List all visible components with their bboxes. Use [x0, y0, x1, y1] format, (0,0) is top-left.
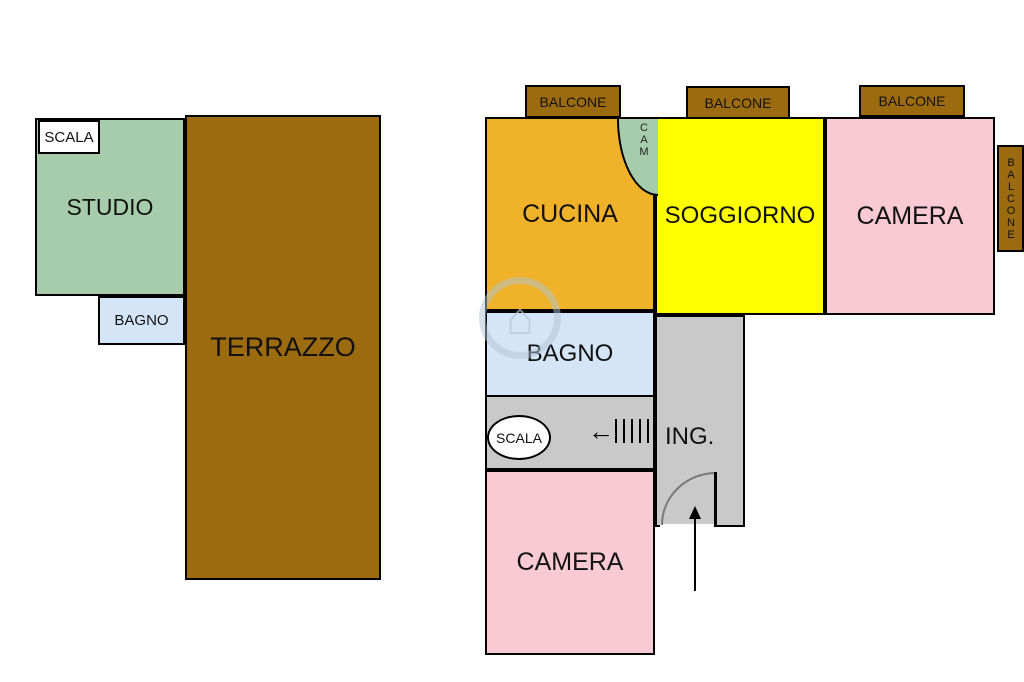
- room-label-cucina: CUCINA: [522, 199, 618, 228]
- entrance-door-leaf: [714, 472, 717, 527]
- room-bagno-upper: BAGNO: [98, 296, 185, 345]
- entrance-arrow-icon: [688, 506, 702, 591]
- balcony-top-3: BALCONE: [859, 85, 965, 117]
- room-label-scala-upper: SCALA: [44, 128, 94, 146]
- room-label-bagno-upper: BAGNO: [114, 312, 169, 329]
- room-label-studio: STUDIO: [66, 193, 154, 220]
- balcony-label-3: BALCONE: [878, 93, 946, 109]
- room-scala-upper: SCALA: [38, 120, 100, 154]
- room-camera-bottom: CAMERA: [485, 470, 655, 655]
- room-label-soggiorno: SOGGIORNO: [664, 202, 816, 229]
- room-label-camera-top: CAMERA: [856, 201, 964, 230]
- room-label-bagno-main: BAGNO: [526, 340, 614, 367]
- room-soggiorno: SOGGIORNO: [655, 117, 825, 315]
- room-label-ingresso: ING.: [665, 423, 715, 450]
- room-cucina: CUCINA: [485, 117, 655, 311]
- balcony-top-2: BALCONE: [686, 86, 790, 119]
- stairs-direction-marker: ←: [588, 418, 657, 444]
- room-label-camera-bottom: CAMERA: [516, 548, 624, 576]
- room-label-cam: CAM: [638, 122, 650, 158]
- room-camera-top: CAMERA: [825, 117, 995, 315]
- entrance-arrow-line: [694, 519, 696, 591]
- room-bagno-main: BAGNO: [485, 311, 655, 397]
- balcony-right: BALCONE: [997, 145, 1024, 252]
- entrance-door-gap: [660, 524, 716, 529]
- scala-ellipse: SCALA: [487, 415, 551, 460]
- stairs-arrow-icon: ←: [588, 416, 614, 446]
- entrance-arrow-head: [689, 506, 701, 519]
- balcony-top-1: BALCONE: [525, 85, 621, 118]
- stairs-treads-icon: [615, 419, 657, 443]
- balcony-label-right: BALCONE: [1005, 156, 1017, 241]
- room-terrazzo: TERRAZZO: [185, 115, 381, 580]
- balcony-label-2: BALCONE: [704, 94, 772, 111]
- room-label-scala-main: SCALA: [496, 429, 542, 446]
- room-label-terrazzo: TERRAZZO: [210, 332, 356, 362]
- balcony-label-1: BALCONE: [539, 93, 607, 110]
